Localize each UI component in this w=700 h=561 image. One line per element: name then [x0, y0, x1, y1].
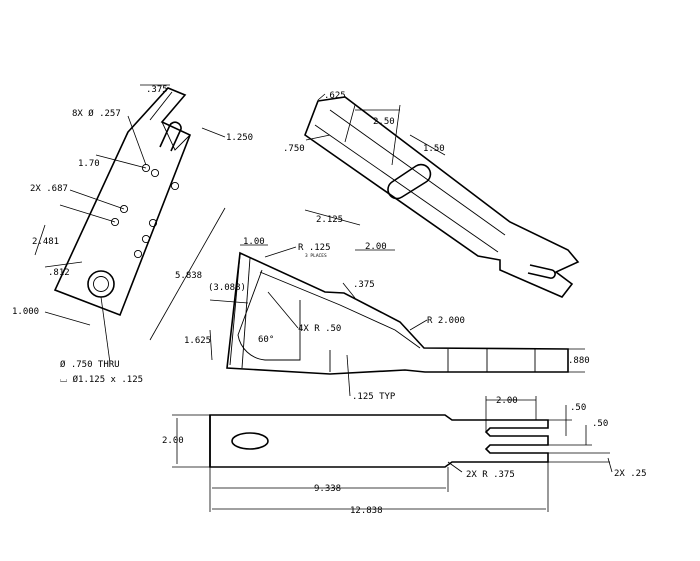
- dim-line: [95, 154, 147, 169]
- dim-line: [264, 246, 297, 258]
- dim-2125-label: 2.125: [316, 215, 343, 225]
- dim-5838-label: 5.838: [175, 271, 202, 281]
- arm-inner-edge: [329, 109, 506, 236]
- dim-100-label: 1.00: [243, 237, 265, 247]
- flat-bar-slot: [231, 432, 269, 450]
- dim-200b-label: 2.00: [496, 396, 518, 406]
- dim-1000-label: 1.000: [12, 307, 39, 317]
- dim-line: [201, 127, 226, 138]
- leader-r50: [267, 291, 299, 329]
- dim-line: [305, 134, 331, 141]
- dim-3088-label: (3.088): [208, 283, 246, 293]
- leader-thru: [100, 296, 111, 364]
- counterbore-label: ⌴ Ø1.125 x .125: [60, 374, 143, 385]
- dim-line: [209, 329, 213, 361]
- radius-50-label: 4X R .50: [298, 324, 341, 334]
- leader-r2000: [409, 319, 428, 331]
- bracket-inner-edge: [259, 271, 421, 349]
- dim-line: [317, 93, 326, 101]
- side-view-edge: [149, 91, 173, 121]
- arm-outline: [304, 96, 580, 298]
- dim-687-label: 2X .687: [30, 184, 68, 194]
- arm-view: .625 2.50 1.50 .750: [283, 91, 580, 298]
- dim-880-label: .880: [568, 356, 590, 366]
- dim-line: [391, 104, 401, 166]
- bracket-edge: [229, 254, 241, 366]
- hole-3: [119, 204, 129, 214]
- gusset-60: [237, 269, 301, 361]
- side-slot: [159, 121, 182, 152]
- dim-150-label: 1.50: [423, 144, 445, 154]
- holes-257-label: 8X Ø .257: [72, 108, 121, 119]
- dim-200a-label: 2.00: [162, 436, 184, 446]
- hole-4: [148, 218, 158, 228]
- dim-1625-label: 1.625: [184, 336, 211, 346]
- side-view-outline: [53, 87, 192, 317]
- dim-625-label: .625: [324, 91, 346, 101]
- dim-line: [44, 311, 91, 326]
- counterbore-hole: [87, 270, 115, 298]
- dim-line: [342, 282, 356, 299]
- dim-line: [69, 189, 125, 210]
- hole-6: [141, 234, 151, 244]
- arm-inner-edge: [314, 124, 499, 253]
- flat-bar-outline: [209, 414, 549, 468]
- dim-line: [34, 224, 46, 256]
- radius-375-label: 2X R .375: [466, 470, 515, 480]
- dim-750-label: .750: [283, 144, 305, 154]
- dim-50b-label: .50: [592, 419, 608, 429]
- leader-typ: [346, 354, 351, 397]
- hole-8: [150, 168, 160, 178]
- leader-holes: [127, 115, 147, 166]
- dim-812-label: .812: [48, 268, 70, 278]
- bracket-outline: [226, 251, 569, 375]
- dim-line: [304, 209, 361, 226]
- dim-line: [209, 299, 249, 304]
- hole-2: [170, 181, 180, 191]
- dim-9338-label: 9.338: [314, 484, 341, 494]
- dim-line: [44, 261, 83, 268]
- dim-200-label: 2.00: [365, 242, 387, 252]
- thru-hole: [93, 276, 109, 292]
- side-view: .375 8X Ø .257 1.250 1.70 2X .687 2.481 …: [12, 84, 253, 385]
- dim-line: [149, 207, 226, 341]
- places-note: 3 PLACES: [305, 253, 327, 259]
- dim-375b-label: .375: [353, 280, 375, 290]
- dim-170-label: 1.70: [78, 159, 100, 169]
- hole-7: [133, 249, 143, 259]
- dim-line: [344, 104, 356, 143]
- angle-60-label: 60°: [258, 335, 274, 345]
- leader-r375: [447, 461, 463, 473]
- dim-2481-label: 2.481: [32, 237, 59, 247]
- dim-line: [409, 134, 446, 156]
- thru-hole-label: Ø .750 THRU: [60, 359, 120, 370]
- dim-12838-label: 12.838: [350, 506, 383, 516]
- dim-line: [59, 204, 116, 223]
- arm-fork-slot: [527, 264, 556, 279]
- radius-125-label: R .125: [298, 243, 331, 253]
- typ-note: .125 TYP: [352, 392, 396, 402]
- arm-slot: [387, 163, 432, 200]
- dim-250-label: 2.50: [373, 117, 395, 127]
- dim-1250-label: 1.250: [226, 133, 253, 143]
- leader-r25: [607, 457, 613, 473]
- radius-2000-label: R 2.000: [427, 316, 465, 326]
- hole-5: [110, 217, 120, 227]
- bracket-view: 5.838 1.00 R .125 3 PLACES 2.125 2.00 (3…: [149, 207, 590, 402]
- dim-375-label: .375: [146, 85, 168, 95]
- side-holes: [110, 163, 180, 259]
- radius-25-label: 2X .25: [614, 469, 647, 479]
- flat-bar-view: 2.00 2.00 .50 .50 2X R .375 2X .25 9.338…: [162, 396, 647, 516]
- dim-50a-label: .50: [570, 403, 586, 413]
